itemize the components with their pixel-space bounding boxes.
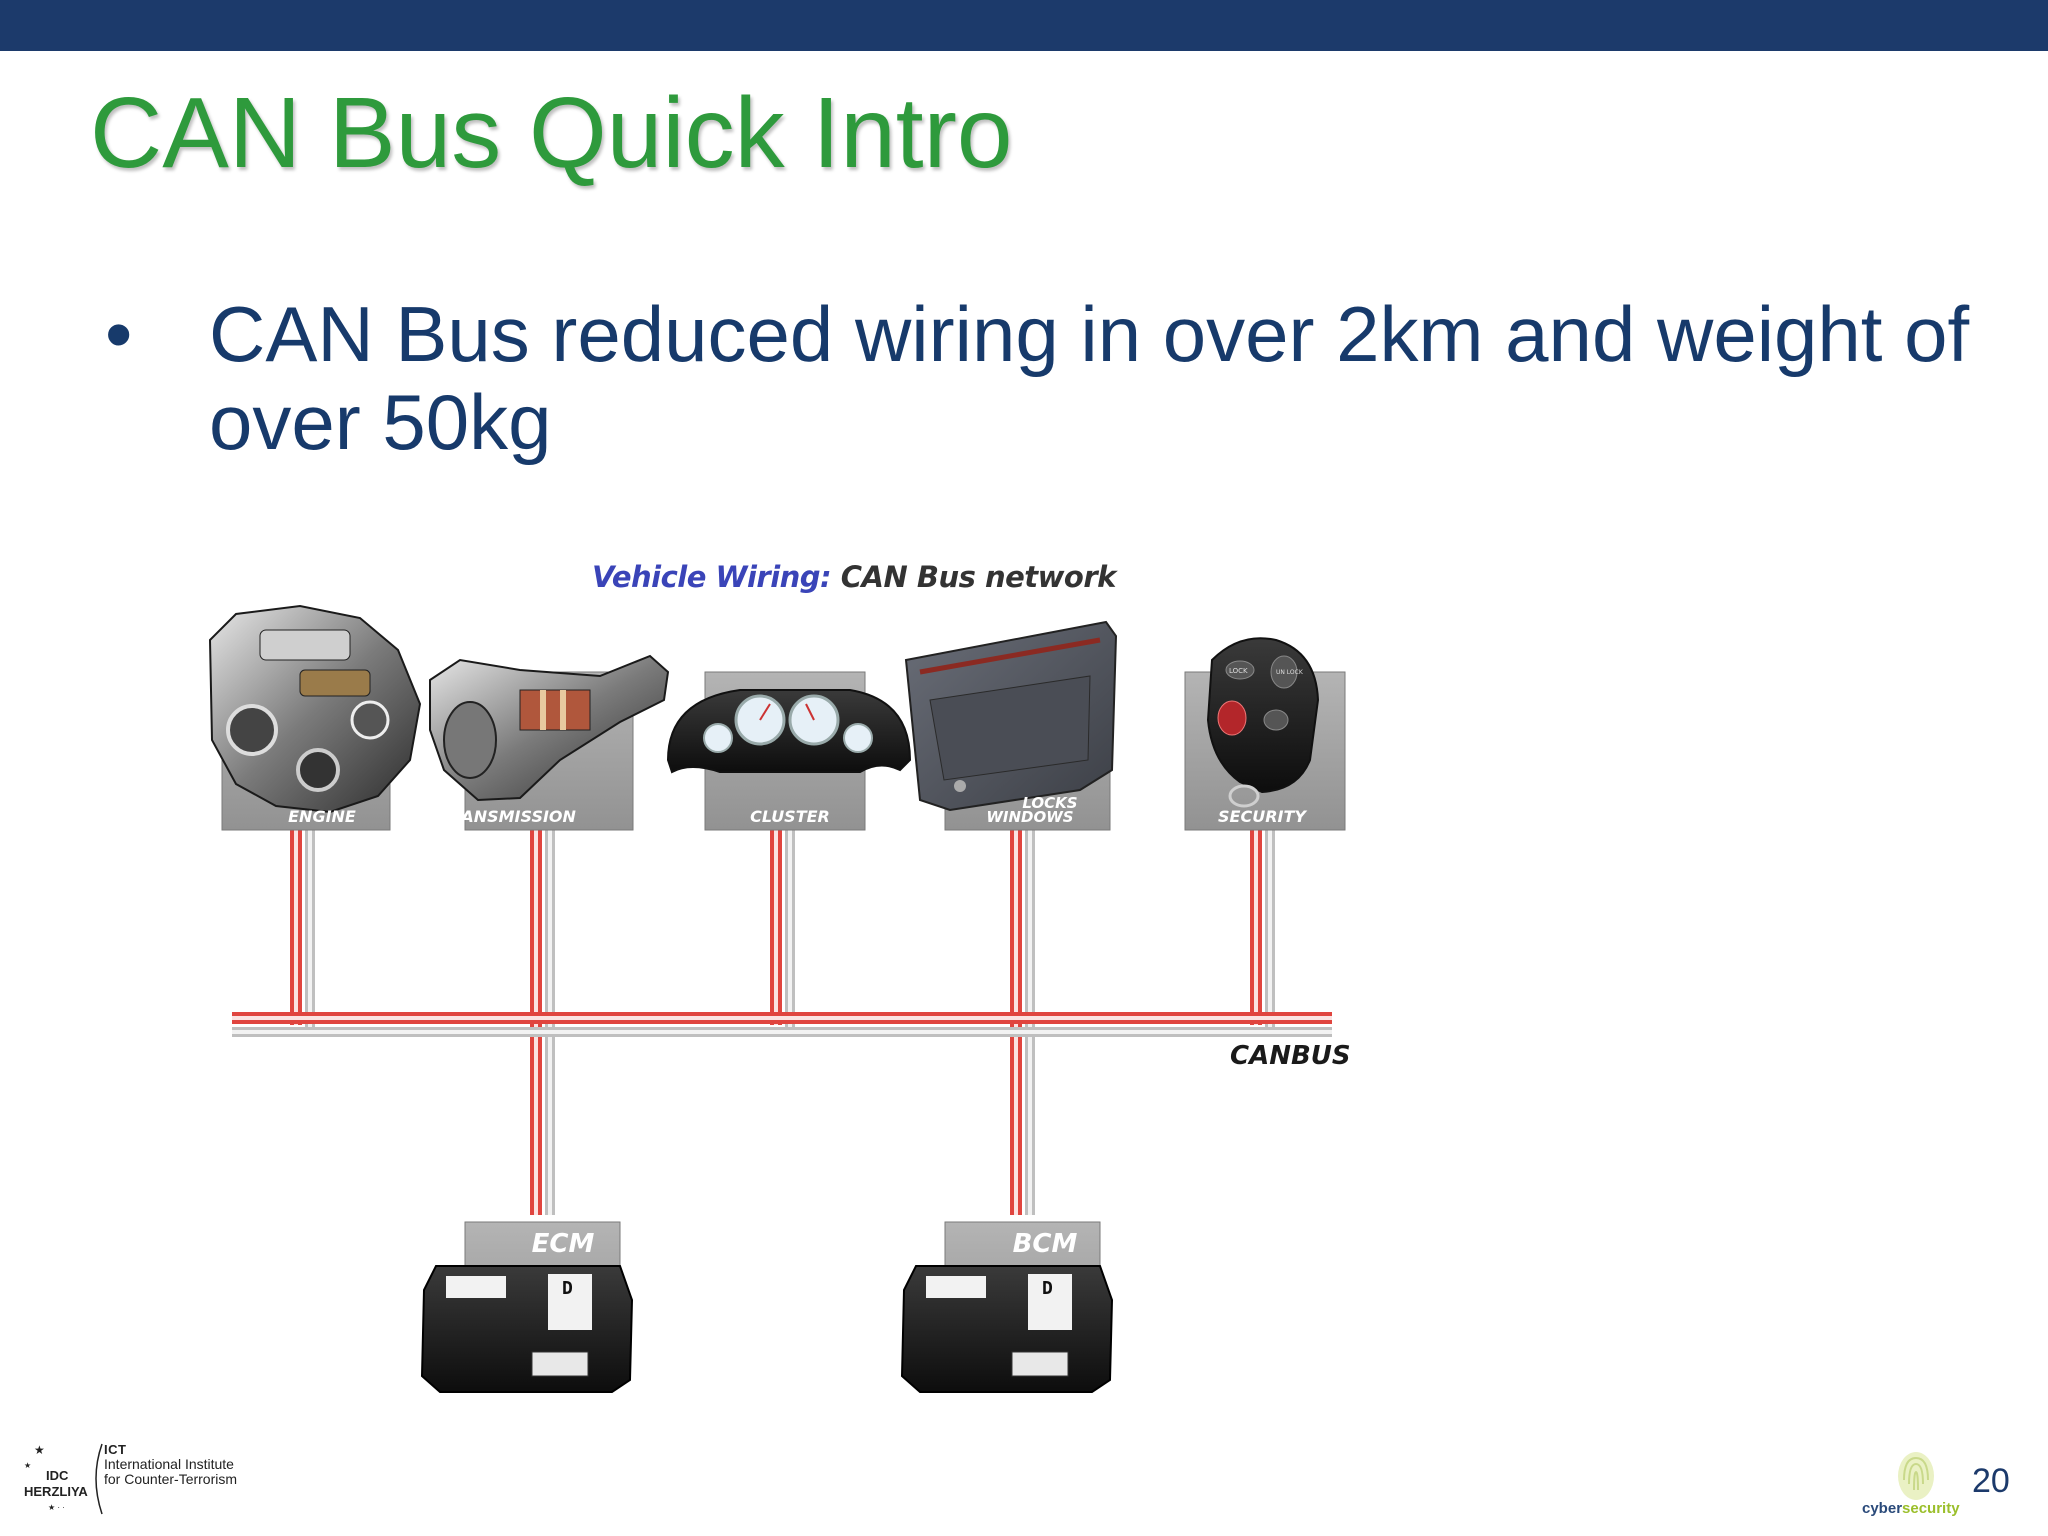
bcm-module: BCM D — [900, 1221, 1114, 1393]
idc-logo-line2: HERZLIYA — [24, 1484, 88, 1499]
drop-security — [1250, 830, 1275, 1030]
locks-label: LOCKS — [1022, 794, 1077, 812]
ecm-label: ECM — [532, 1229, 595, 1259]
transmission-module: TRANSMISSION — [429, 654, 670, 831]
diagram-title-part2: CAN Bus network — [831, 560, 1117, 594]
ecm-unit-icon: D — [420, 1265, 634, 1393]
ict-mark: ICT — [104, 1442, 127, 1457]
diagram-title-part1: Vehicle Wiring: — [592, 560, 832, 594]
cluster-label: CLUSTER — [750, 807, 830, 826]
security-module: LOCK UN LOCK SECURITY — [1184, 637, 1346, 831]
security-label: SECURITY — [1218, 807, 1307, 826]
idc-logo-line1: IDC — [46, 1468, 69, 1483]
cybersecurity-logo: cybersecurity — [1862, 1500, 1960, 1517]
bcm-unit-icon: D — [900, 1265, 1114, 1393]
transmission-label: TRANSMISSION — [438, 807, 576, 826]
ict-line-2: for Counter-Terrorism — [104, 1471, 238, 1487]
bcm-label: BCM — [1013, 1229, 1078, 1259]
can-bus-diagram: CANBUS ENGINE TRANSMISSION — [208, 604, 1351, 1393]
engine-label: ENGINE — [288, 807, 356, 826]
locks-module: LOCKS WINDOWS — [904, 620, 1118, 831]
drop-cluster — [770, 830, 795, 1030]
bullet-marker: • — [105, 290, 133, 378]
slide-title: CAN Bus Quick Intro — [90, 77, 1013, 189]
key-fob-icon: LOCK UN LOCK — [1206, 637, 1320, 808]
ecm-unit-letter: D — [562, 1278, 573, 1299]
transmission-icon — [429, 654, 670, 802]
windows-label: WINDOWS — [986, 808, 1073, 826]
top-bar — [0, 0, 2048, 51]
security-text: security — [1902, 1500, 1960, 1517]
engine-icon — [208, 604, 422, 814]
idc-stars-icon: ★ — [34, 1443, 45, 1457]
svg-text:★ · ·: ★ · · — [48, 1503, 65, 1512]
ecm-module: ECM D — [420, 1221, 634, 1393]
bus-wires — [232, 1012, 1332, 1037]
drop-engine — [290, 830, 315, 1030]
engine-module: ENGINE — [208, 604, 422, 831]
ict-logo: ICT International Institute for Counter-… — [104, 1442, 237, 1487]
bullet-text: CAN Bus reduced wiring in over 2km and w… — [209, 290, 1970, 466]
cyber-text: cyber — [1862, 1500, 1903, 1517]
idc-logo: ★ ★ IDC HERZLIYA ★ · · — [24, 1443, 103, 1515]
cluster-icon — [666, 689, 912, 774]
fob-unlock-label: UN LOCK — [1276, 669, 1304, 676]
bcm-unit-letter: D — [1042, 1278, 1053, 1299]
svg-text:★: ★ — [24, 1461, 31, 1470]
canbus-label: CANBUS — [1230, 1041, 1351, 1071]
fob-lock-label: LOCK — [1229, 667, 1248, 675]
door-panel-icon — [904, 620, 1118, 812]
fingerprint-icon — [1898, 1452, 1934, 1500]
ict-line-1: International Institute — [104, 1456, 234, 1472]
cluster-module: CLUSTER — [666, 671, 912, 831]
diagram-title: Vehicle Wiring: CAN Bus network — [592, 560, 1116, 594]
page-number: 20 — [1972, 1462, 2010, 1500]
